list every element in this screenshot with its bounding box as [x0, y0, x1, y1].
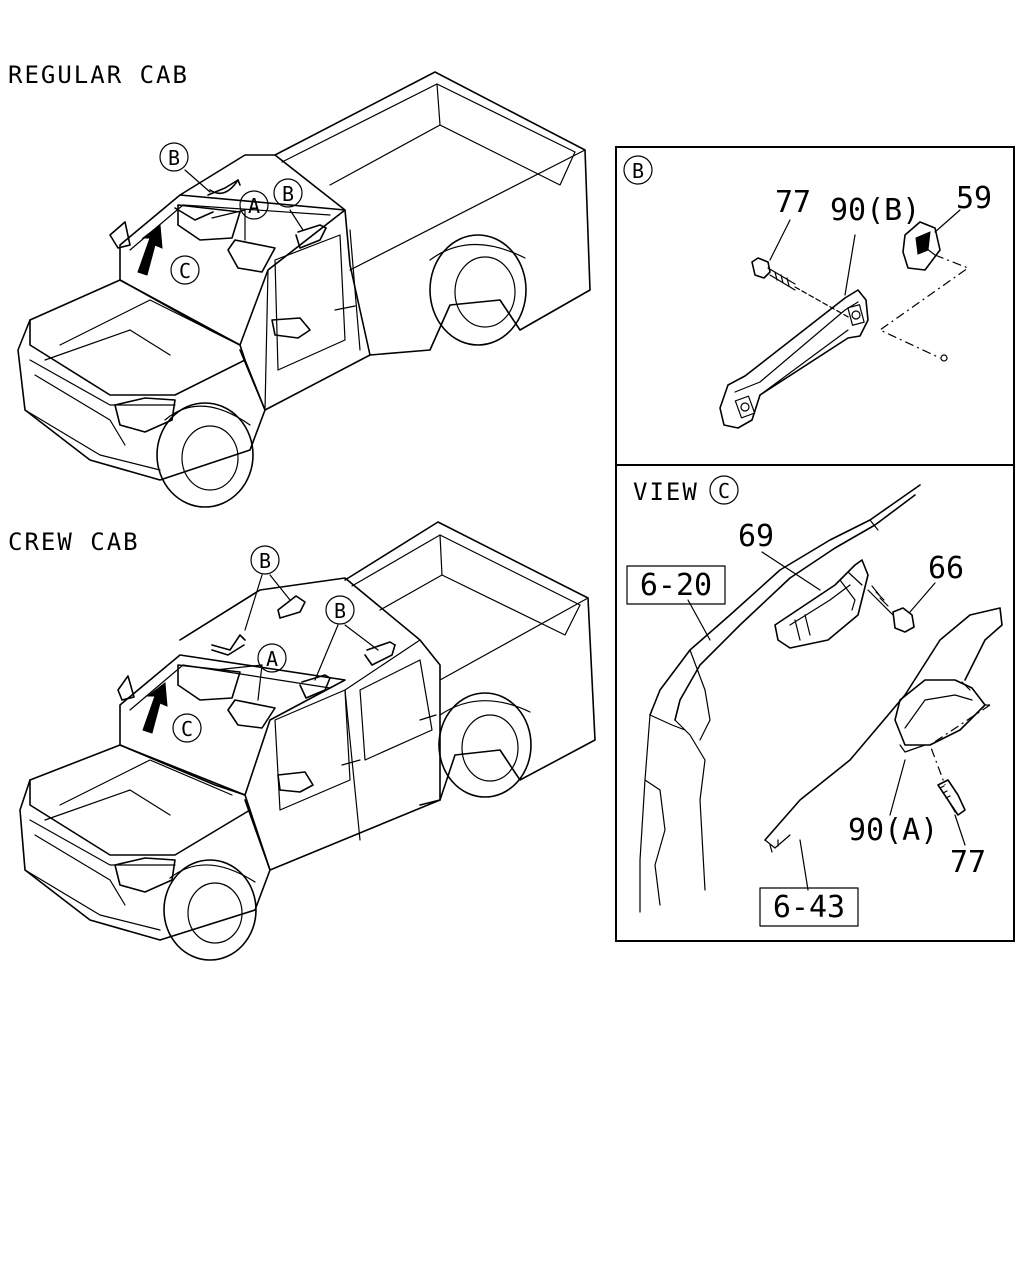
callout-c-regular: C: [170, 255, 200, 285]
part-label-69: 69: [738, 519, 774, 554]
view-b-marker: B: [623, 155, 653, 185]
part-label-59: 59: [956, 181, 992, 216]
part-label-77-view-b: 77: [775, 185, 811, 220]
view-c-title: VIEW: [633, 478, 699, 506]
callout-b-crew-2: B: [325, 595, 355, 625]
part-label-66: 66: [928, 551, 964, 586]
reference-box-6-43: 6-43: [759, 887, 859, 927]
svg-text:6-43: 6-43: [773, 890, 845, 925]
crew-cab-truck-illustration: [19, 521, 596, 961]
reference-box-6-20: 6-20: [626, 565, 726, 605]
svg-text:B: B: [334, 599, 346, 623]
regular-cab-truck-illustration: [17, 71, 591, 508]
regular-cab-title: REGULAR CAB: [8, 61, 189, 89]
callout-b-regular-2: B: [273, 178, 303, 208]
view-c-illustration: [639, 484, 1003, 913]
svg-text:C: C: [179, 259, 191, 283]
view-b-illustration: [719, 209, 970, 429]
svg-text:B: B: [168, 146, 180, 170]
crew-cab-title: CREW CAB: [8, 528, 140, 556]
callout-b-regular-1: B: [159, 142, 189, 172]
detail-panel-frame: [615, 146, 1015, 942]
view-c-marker: C: [709, 475, 739, 505]
part-label-90b: 90(B): [830, 193, 920, 228]
svg-text:B: B: [282, 182, 294, 206]
callout-a-crew: A: [257, 643, 287, 673]
svg-text:C: C: [718, 479, 730, 503]
part-label-90a: 90(A): [848, 813, 938, 848]
svg-text:A: A: [248, 194, 260, 218]
svg-text:6-20: 6-20: [640, 568, 712, 603]
callout-a-regular: A: [239, 190, 269, 220]
callout-c-crew: C: [172, 713, 202, 743]
svg-text:B: B: [259, 549, 271, 573]
part-label-77-view-c: 77: [950, 845, 986, 880]
svg-text:B: B: [632, 159, 644, 183]
callout-b-crew-1: B: [250, 545, 280, 575]
svg-text:C: C: [181, 717, 193, 741]
svg-text:A: A: [266, 647, 278, 671]
